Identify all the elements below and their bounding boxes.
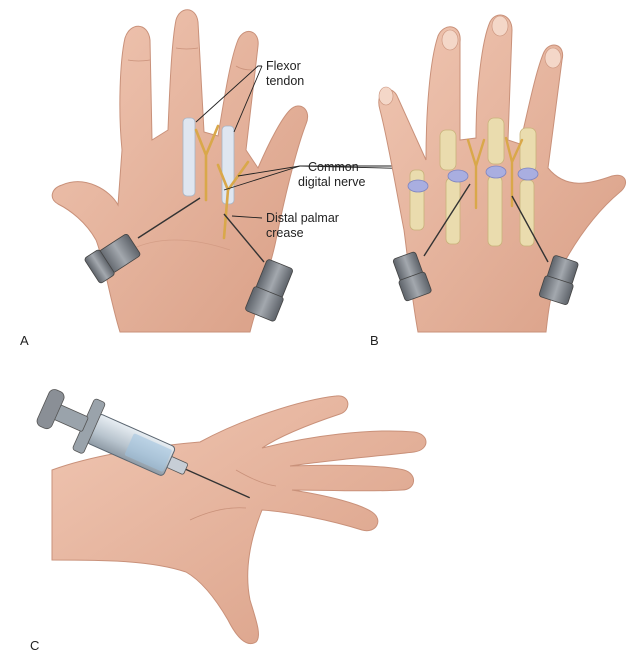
panel-letter-a: A: [20, 333, 29, 348]
nail-b-4: [545, 48, 561, 68]
label-flexor-tendon-line1: Flexor: [266, 59, 301, 73]
label-common-digital-nerve-line2: digital nerve: [298, 175, 365, 189]
label-common-digital-nerve-line1: Common: [308, 160, 359, 174]
nail-b-2: [442, 30, 458, 50]
panel-letter-b: B: [370, 333, 379, 348]
nail-b-3: [492, 16, 508, 36]
tendon-a-1: [183, 118, 195, 196]
panel-letter-c: C: [30, 638, 39, 653]
label-flexor-tendon-line2: tendon: [266, 74, 304, 88]
nail-b-1: [379, 87, 393, 105]
label-distal-palmar-crease-line1: Distal palmar: [266, 211, 339, 225]
label-distal-palmar-crease-line2: crease: [266, 226, 304, 240]
